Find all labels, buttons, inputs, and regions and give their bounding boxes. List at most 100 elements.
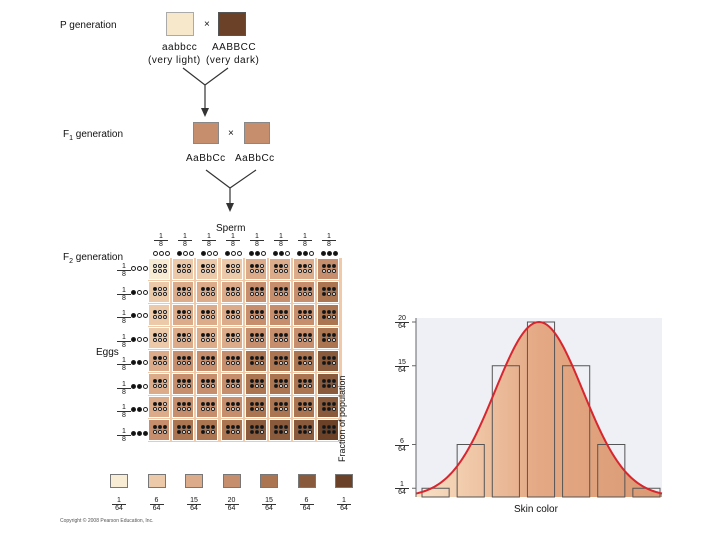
offspring-genotype bbox=[201, 310, 216, 319]
punnett-cell bbox=[148, 419, 170, 441]
offspring-genotype bbox=[201, 333, 216, 342]
allele-dot bbox=[284, 338, 288, 342]
allele-dot bbox=[284, 287, 288, 291]
punnett-cell bbox=[220, 396, 243, 418]
punnett-cell bbox=[317, 327, 340, 349]
dark-allele-dot bbox=[225, 251, 230, 256]
punnett-cell bbox=[220, 258, 243, 280]
allele-dot bbox=[153, 338, 157, 342]
allele-dot bbox=[153, 333, 157, 337]
allele-dot bbox=[259, 430, 264, 434]
f1-genotype-2: AaBbCc bbox=[235, 153, 275, 164]
allele-dot bbox=[254, 264, 259, 268]
f1-label-main: F bbox=[63, 129, 70, 140]
chart-ytick-label-numerator: 15 bbox=[398, 358, 406, 366]
allele-dot bbox=[225, 333, 230, 337]
light-allele-dot bbox=[285, 251, 290, 256]
p-generation-label: P generation bbox=[60, 20, 117, 31]
offspring-genotype bbox=[177, 287, 192, 296]
allele-dot bbox=[235, 430, 240, 434]
offspring-genotype bbox=[153, 264, 168, 273]
dark-allele-dot bbox=[131, 383, 136, 389]
allele-dot bbox=[182, 361, 187, 365]
allele-dot bbox=[284, 264, 288, 268]
allele-dot bbox=[303, 315, 308, 319]
egg-fraction-denominator: 8 bbox=[117, 270, 131, 278]
light-allele-dot bbox=[183, 251, 188, 256]
allele-dot bbox=[332, 361, 337, 365]
dark-allele-dot bbox=[303, 251, 308, 256]
allele-dot bbox=[187, 430, 192, 434]
allele-dot bbox=[182, 407, 187, 411]
allele-dot bbox=[308, 338, 313, 342]
allele-dot bbox=[235, 333, 240, 337]
allele-dot bbox=[298, 425, 303, 429]
skin-swatch bbox=[297, 474, 316, 488]
allele-dot bbox=[303, 269, 308, 273]
allele-dot bbox=[249, 407, 254, 411]
allele-dot bbox=[332, 310, 337, 314]
allele-dot bbox=[177, 407, 182, 411]
allele-dot bbox=[177, 315, 182, 319]
punnett-cell bbox=[317, 396, 340, 418]
allele-dot bbox=[249, 402, 254, 406]
allele-dot bbox=[259, 269, 264, 273]
offspring-genotype bbox=[225, 310, 241, 319]
allele-dot bbox=[163, 361, 167, 365]
egg-gamete bbox=[131, 313, 148, 318]
allele-dot bbox=[259, 315, 264, 319]
allele-dot bbox=[230, 287, 235, 291]
f2-label-sub: 2 bbox=[69, 258, 74, 265]
egg-fraction-numerator: 1 bbox=[122, 263, 126, 270]
allele-dot bbox=[206, 310, 211, 314]
allele-dot bbox=[322, 379, 327, 383]
punnett-cell bbox=[196, 350, 219, 372]
light-allele-dot bbox=[143, 383, 148, 389]
swatch-fraction-denominator: 64 bbox=[187, 504, 201, 512]
allele-dot bbox=[254, 269, 259, 273]
allele-dot bbox=[158, 361, 162, 365]
offspring-genotype bbox=[225, 356, 241, 365]
allele-dot bbox=[298, 384, 303, 388]
offspring-genotype bbox=[201, 425, 216, 434]
allele-dot bbox=[249, 384, 254, 388]
allele-dot bbox=[206, 402, 211, 406]
punnett-cell bbox=[317, 304, 340, 326]
allele-dot bbox=[187, 310, 192, 314]
offspring-genotype bbox=[249, 287, 265, 296]
allele-dot bbox=[177, 379, 182, 383]
allele-dot bbox=[332, 292, 337, 296]
allele-dot bbox=[279, 402, 283, 406]
allele-dot bbox=[298, 407, 303, 411]
allele-dot bbox=[225, 402, 230, 406]
allele-dot bbox=[327, 402, 332, 406]
allele-dot bbox=[211, 425, 216, 429]
allele-dot bbox=[279, 379, 283, 383]
allele-dot bbox=[211, 384, 216, 388]
f1-genotype-1: AaBbCc bbox=[186, 153, 226, 164]
allele-dot bbox=[274, 315, 278, 319]
allele-dot bbox=[235, 379, 240, 383]
allele-dot bbox=[211, 338, 216, 342]
allele-dot bbox=[249, 425, 254, 429]
allele-dot bbox=[225, 430, 230, 434]
dark-allele-dot bbox=[279, 251, 284, 256]
punnett-cell bbox=[220, 350, 243, 372]
punnett-cell bbox=[293, 419, 316, 441]
dark-allele-dot bbox=[131, 407, 136, 412]
allele-dot bbox=[249, 333, 254, 337]
allele-dot bbox=[158, 430, 162, 434]
egg-fraction-numerator: 1 bbox=[122, 427, 126, 435]
allele-dot bbox=[163, 333, 167, 337]
allele-dot bbox=[327, 384, 332, 388]
light-allele-dot bbox=[143, 336, 148, 342]
allele-dot bbox=[201, 310, 206, 314]
allele-dot bbox=[225, 379, 230, 383]
allele-dot bbox=[284, 310, 288, 314]
allele-dot bbox=[206, 269, 211, 273]
